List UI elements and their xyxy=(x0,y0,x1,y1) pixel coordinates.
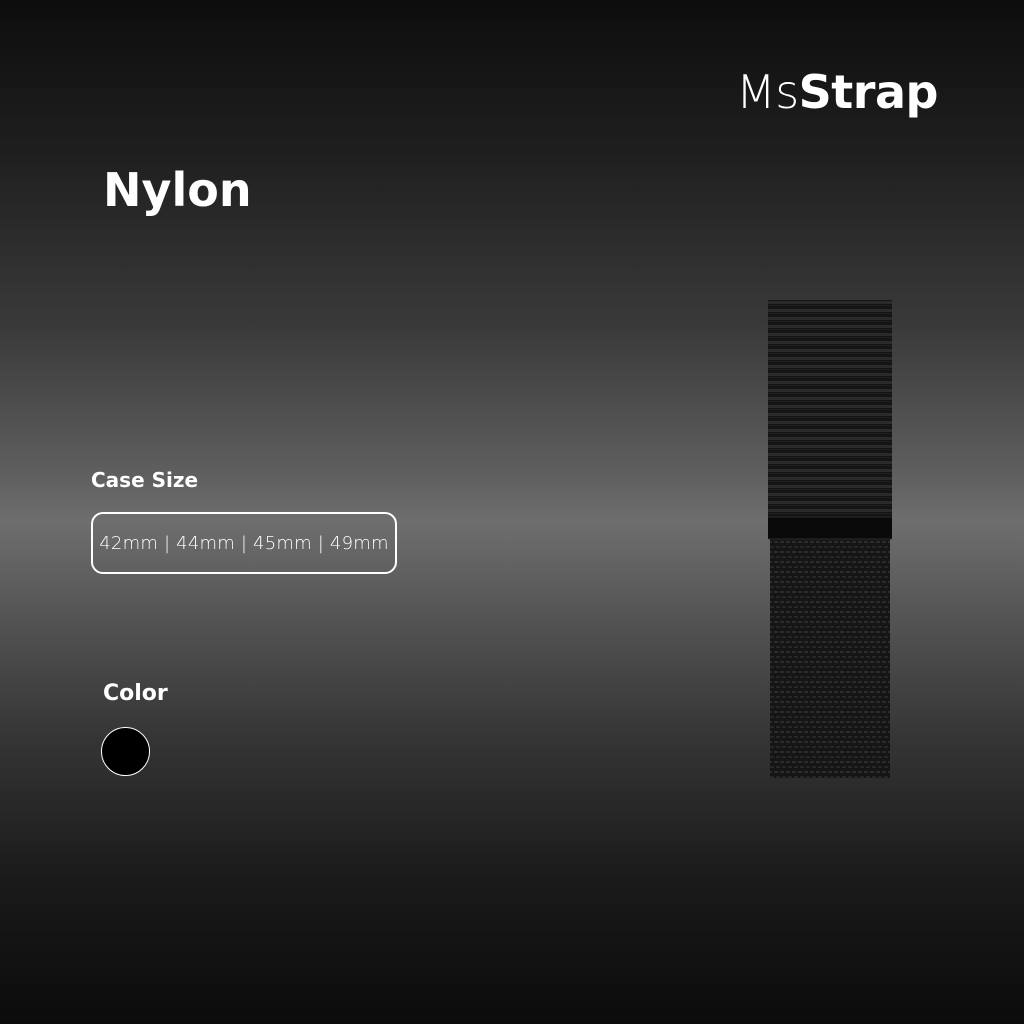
nylon-strap-icon xyxy=(768,300,892,778)
brand-logo: MsStrap xyxy=(736,64,938,120)
brand-name-bold: Strap xyxy=(798,65,939,119)
case-size-label: Case Size xyxy=(91,468,199,492)
brand-name-light: Ms xyxy=(736,65,799,119)
color-swatch-black[interactable] xyxy=(101,727,150,776)
product-title: Nylon xyxy=(103,163,252,217)
case-size-selector[interactable]: 42mm | 44mm | 45mm | 49mm xyxy=(91,512,397,574)
color-label: Color xyxy=(103,681,168,706)
strap-buckle xyxy=(768,516,892,540)
strap-lower-band xyxy=(770,538,890,778)
strap-upper-band xyxy=(768,300,892,518)
